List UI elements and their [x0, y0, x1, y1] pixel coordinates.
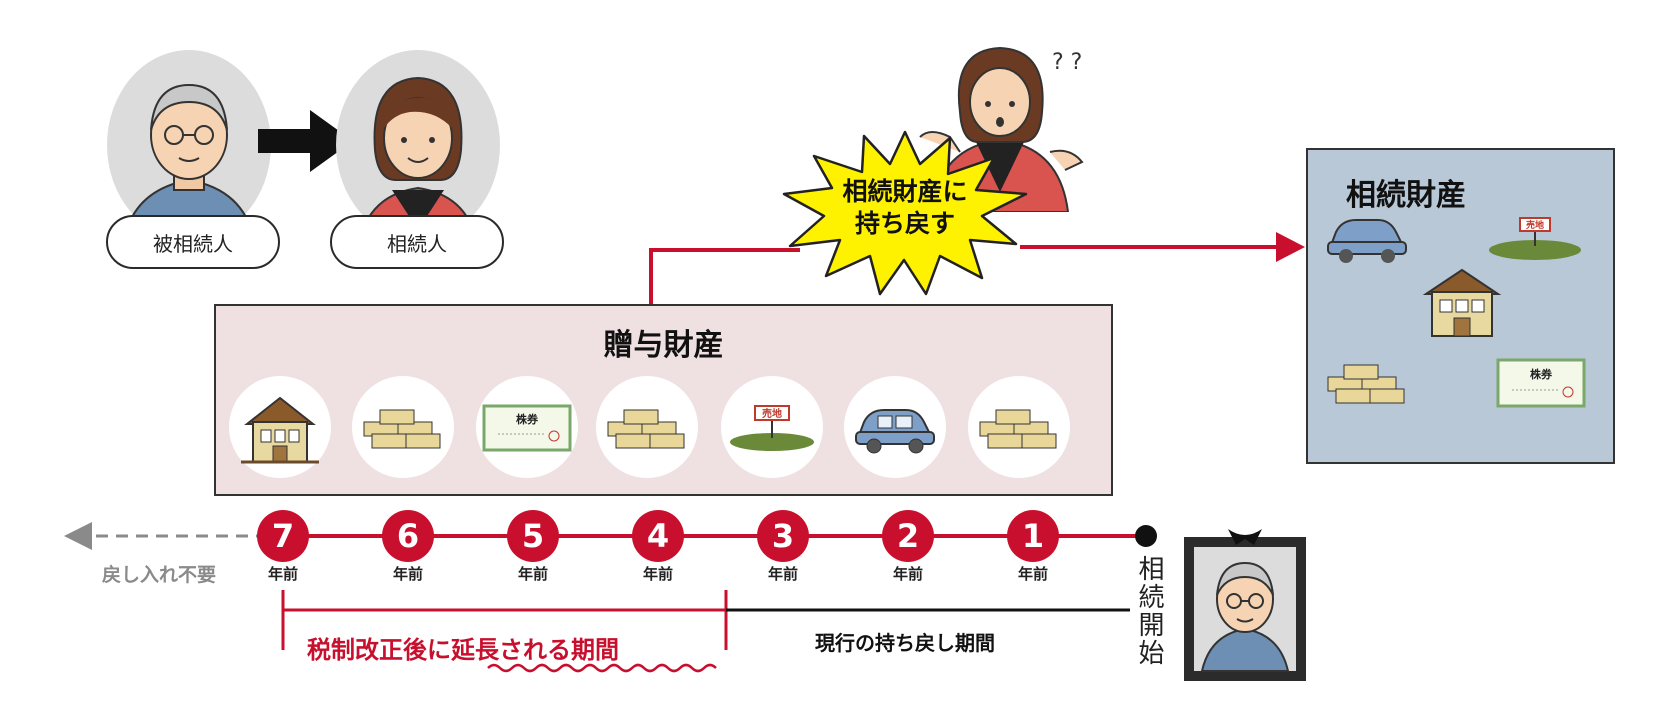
decedent-label: 被相続人	[106, 215, 280, 269]
current-period-label: 現行の持ち戻し期間	[815, 631, 995, 655]
year-7-label: 年前	[267, 565, 298, 583]
wavy-underline	[487, 663, 717, 673]
gift-item-cash-2	[596, 376, 698, 478]
estate-box: 相続財産 売地	[1306, 148, 1615, 464]
gift-item-house	[229, 376, 331, 478]
inheritance-point	[1135, 525, 1157, 547]
burst-text: 相続財産に 持ち戻す	[780, 176, 1030, 240]
stock-certificate-icon: 株券	[482, 404, 572, 452]
sign-label: 売地	[1526, 219, 1544, 231]
estate-title: 相続財産	[1346, 178, 1466, 213]
year-7-num: 7	[271, 517, 295, 555]
decedent-label-text: 被相続人	[153, 231, 233, 256]
year-4: 4	[632, 510, 684, 562]
car-icon	[855, 409, 935, 454]
confused-marks: ? ?	[1052, 50, 1083, 75]
burst-line-2: 持ち戻す	[854, 209, 955, 238]
heir-label: 相続人	[330, 215, 504, 269]
cash-bundle-icon	[607, 409, 685, 449]
year-5-num: 5	[521, 517, 545, 555]
year-4-num: 4	[646, 517, 670, 555]
no-return-label: 戻し入れ不要	[102, 564, 217, 586]
heir-figure	[330, 40, 505, 241]
year-3: 3	[757, 510, 809, 562]
year-3-label: 年前	[767, 565, 798, 583]
estate-contents: 売地 株券	[1327, 217, 1586, 408]
year-5: 5	[507, 510, 559, 562]
year-7: 7	[257, 510, 309, 562]
memorial-portrait-icon	[1184, 529, 1306, 681]
gift-property-box: 贈与財産 株券	[214, 304, 1113, 496]
year-6-label: 年前	[392, 565, 423, 583]
gift-item-cash-1	[352, 376, 454, 478]
gift-item-stock: 株券	[476, 376, 578, 478]
gift-item-cash-3	[968, 376, 1070, 478]
year-6-num: 6	[396, 517, 420, 555]
year-2: 2	[882, 510, 934, 562]
burst-callout: 相続財産に 持ち戻す	[780, 128, 1030, 298]
sign-label: 売地	[762, 407, 782, 420]
car-icon	[1327, 219, 1407, 263]
house-icon	[241, 396, 319, 464]
year-3-num: 3	[771, 517, 795, 555]
year-1-num: 1	[1021, 517, 1045, 555]
arrow-left-icon	[64, 522, 92, 550]
year-2-label: 年前	[892, 565, 923, 583]
heir-label-text: 相続人	[387, 231, 447, 256]
year-1: 1	[1007, 510, 1059, 562]
burst-line-1: 相続財産に	[842, 177, 968, 206]
extended-period-label: 税制改正後に延長される期間	[307, 636, 619, 664]
cash-bundle-icon	[979, 409, 1057, 449]
cash-bundle-icon	[1327, 364, 1405, 404]
arrow-right-icon	[258, 110, 353, 176]
gift-item-car	[844, 376, 946, 478]
land-for-sale-icon: 売地	[1489, 217, 1581, 260]
year-5-label: 年前	[517, 565, 548, 583]
year-4-label: 年前	[642, 565, 673, 583]
year-1-label: 年前	[1017, 565, 1048, 583]
arrow-head-icon	[1276, 232, 1305, 262]
year-2-num: 2	[896, 517, 920, 555]
stock-certificate-icon: 株券	[1496, 358, 1586, 408]
year-6: 6	[382, 510, 434, 562]
stock-label: 株券	[1530, 367, 1553, 381]
decedent-figure	[104, 40, 274, 241]
cash-bundle-icon	[363, 409, 441, 449]
gift-item-land: 売地	[721, 376, 823, 478]
inheritance-start-label: 相続開始	[1134, 555, 1164, 667]
land-for-sale-icon: 売地	[730, 405, 814, 451]
stock-label: 株券	[516, 412, 539, 426]
house-icon	[1422, 268, 1502, 337]
memorial-portrait	[1180, 525, 1310, 685]
gift-property-title: 贈与財産	[603, 328, 724, 363]
